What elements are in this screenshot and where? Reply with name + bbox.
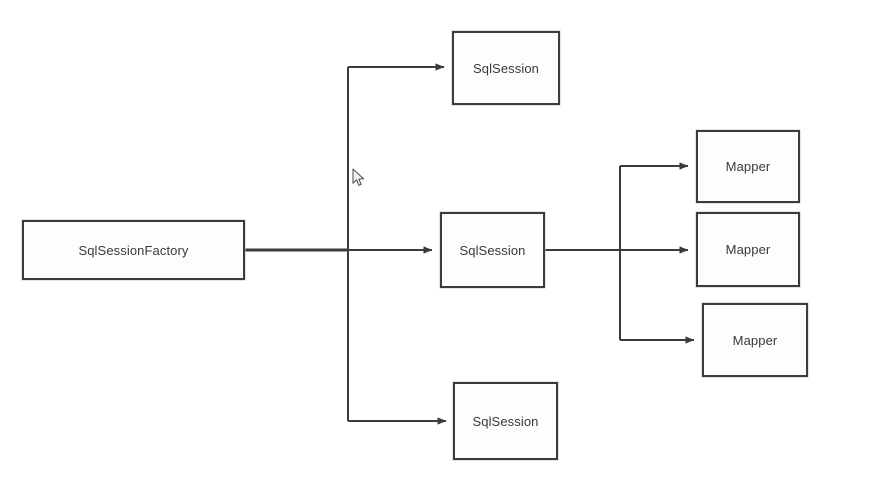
node-label: SqlSession [472,60,540,76]
node-sql-session-factory[interactable]: SqlSessionFactory [22,220,245,280]
node-sql-session-top[interactable]: SqlSession [452,31,560,105]
node-label: SqlSessionFactory [78,242,189,258]
node-mapper-top[interactable]: Mapper [696,130,800,203]
node-label: SqlSession [472,413,539,429]
node-mapper-bottom[interactable]: Mapper [702,303,808,377]
node-sql-session-middle[interactable]: SqlSession [440,212,545,288]
node-label: Mapper [725,242,771,257]
connector-layer [245,63,695,425]
node-mapper-middle[interactable]: Mapper [696,212,800,287]
node-label: Mapper [732,332,778,348]
node-sql-session-bottom[interactable]: SqlSession [453,382,558,460]
node-label: Mapper [725,159,771,174]
node-label: SqlSession [459,242,526,258]
